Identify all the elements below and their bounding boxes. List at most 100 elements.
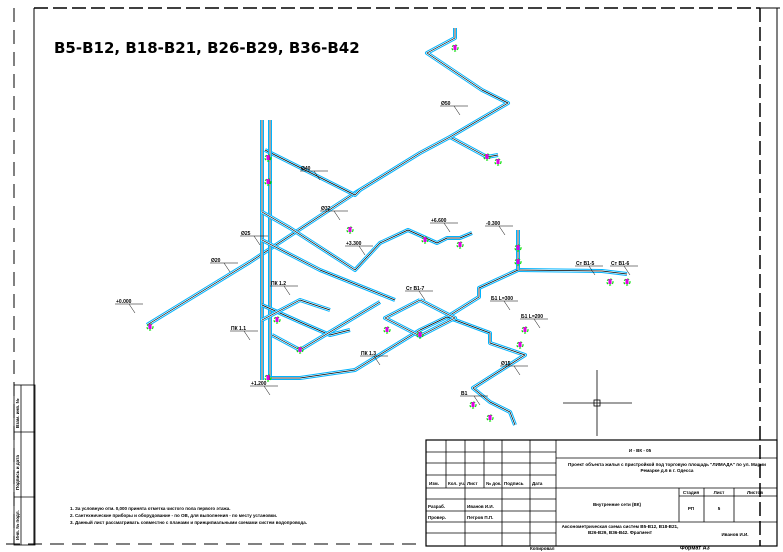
valve-icon: [516, 245, 520, 250]
label-leader: [513, 365, 521, 376]
valve-icon: [348, 227, 352, 232]
valve-fitting-icon: [606, 278, 614, 286]
label-leader: [313, 170, 321, 181]
pipe-label: ПК 1.3: [361, 351, 376, 357]
pipe-label: Ø15: [501, 361, 511, 367]
valve-icon: [453, 45, 457, 50]
valve-fitting-icon: [514, 258, 522, 266]
label-leader: [443, 222, 451, 233]
valve-icon: [458, 242, 462, 247]
section-name: Внутренние сети (ВК): [593, 502, 642, 507]
valve-icon: [266, 179, 270, 184]
side-stamp-3: Инв. № подл.: [15, 510, 20, 540]
sheet-label: Лист: [714, 490, 725, 495]
valve-fitting-icon: [486, 414, 494, 422]
pipe-label: Ст В1-5: [576, 261, 595, 267]
label-leader: [263, 385, 271, 396]
pipe-centerline: [146, 136, 499, 326]
label-leader: [333, 210, 341, 221]
valve-icon: [266, 375, 270, 380]
role-1: Разраб.: [428, 503, 445, 509]
pipe-label: +3.300: [346, 241, 362, 247]
note-2: 2. Сантехнические приборы и оборудование…: [70, 512, 277, 518]
role-1-name: Иванов И.И.: [467, 504, 494, 509]
valve-fitting-icon: [346, 226, 354, 234]
valve-icon: [608, 279, 612, 284]
pipe-centerline: [517, 269, 628, 275]
label-leader: [358, 245, 366, 256]
pipe-centerline: [261, 304, 351, 336]
pipe-centerline: [261, 211, 473, 271]
hdr-list: Лист: [467, 481, 478, 486]
valve-fitting-icon: [494, 158, 502, 166]
pipe-centerline: [264, 149, 361, 196]
pipe-segment: [425, 28, 510, 139]
note-1: 1. За условную отм. 0,000 принята отметк…: [70, 506, 231, 511]
drawing-title: B5-B12, B18-B21, B26-B29, B36-B42: [54, 39, 360, 57]
doc-code: И - ВК - 05: [629, 448, 652, 453]
valve-fitting-icon: [146, 323, 154, 331]
label-leader: [473, 395, 481, 406]
valve-icon: [148, 324, 152, 329]
pipe-label: Б1 L=200: [521, 314, 543, 320]
hdr-sign: Подпись: [504, 481, 524, 486]
title-block: [425, 439, 778, 547]
side-stamp-1: Взам. инв. №: [15, 398, 20, 428]
pipe-label: В1: [461, 391, 468, 397]
pipe-label: Б1 L=300: [491, 296, 513, 302]
label-leader: [128, 303, 136, 314]
hdr-date: Дата: [532, 481, 543, 486]
pipe-label: Ø50: [441, 101, 451, 107]
valve-icon: [275, 317, 279, 322]
stage-value: РП: [688, 506, 694, 511]
valve-fitting-icon: [296, 346, 304, 354]
pipe-label: ПК 1.1: [231, 326, 246, 332]
valve-fitting-icon: [416, 331, 424, 339]
label-leader: [223, 262, 231, 273]
sheets-label: Листов: [747, 490, 763, 495]
pipe-centerline: [261, 299, 331, 321]
project-name: Проект объекта жилья с пристройкой под т…: [568, 462, 766, 473]
label-leader: [533, 318, 541, 329]
pipe-label: ПК 1.2: [271, 281, 286, 287]
pipe-label: Ст В1-7: [406, 286, 425, 292]
valve-icon: [523, 327, 527, 332]
pipe-centerline: [446, 316, 526, 426]
pipe-segment-core: [146, 136, 499, 326]
pipe-label: -0.300: [486, 221, 500, 227]
valve-fitting-icon: [514, 244, 522, 252]
pipe-label: Ø40: [301, 166, 311, 172]
role-2-name: Петров П.П.: [467, 515, 493, 520]
pipe-label: Ø25: [241, 231, 251, 237]
label-leader: [253, 235, 261, 246]
pipe-centerline: [261, 239, 396, 301]
pipe-label: +1.200: [251, 381, 267, 387]
pipe-segment: [261, 303, 351, 337]
valve-icon: [385, 327, 389, 332]
valve-fitting-icon: [456, 241, 464, 249]
valve-fitting-icon: [264, 178, 272, 186]
copied-label: Копировал: [530, 546, 555, 551]
valve-icon: [418, 332, 422, 337]
label-leader: [418, 290, 426, 301]
label-leader: [588, 265, 596, 276]
valve-icon: [485, 154, 489, 159]
sheet-title: Аксонометрическая схема систем В5-В12, В…: [561, 524, 679, 535]
crosshair-cursor-icon: [563, 370, 632, 436]
label-leader: [283, 285, 291, 296]
valve-icon: [488, 415, 492, 420]
side-stamp-2: Подпись и дата: [15, 455, 20, 490]
label-leader: [498, 225, 506, 236]
sheet-value: 5: [718, 506, 721, 511]
valve-fitting-icon: [516, 341, 524, 349]
pipe-label: +6.600: [431, 218, 447, 224]
fittings: [146, 44, 631, 422]
valve-icon: [625, 279, 629, 284]
label-leader: [373, 355, 381, 366]
label-leader: [503, 300, 511, 311]
label-leader: [453, 105, 461, 116]
valve-fitting-icon: [469, 401, 477, 409]
hdr-izm: Изм.: [429, 481, 439, 486]
valve-icon: [298, 347, 302, 352]
